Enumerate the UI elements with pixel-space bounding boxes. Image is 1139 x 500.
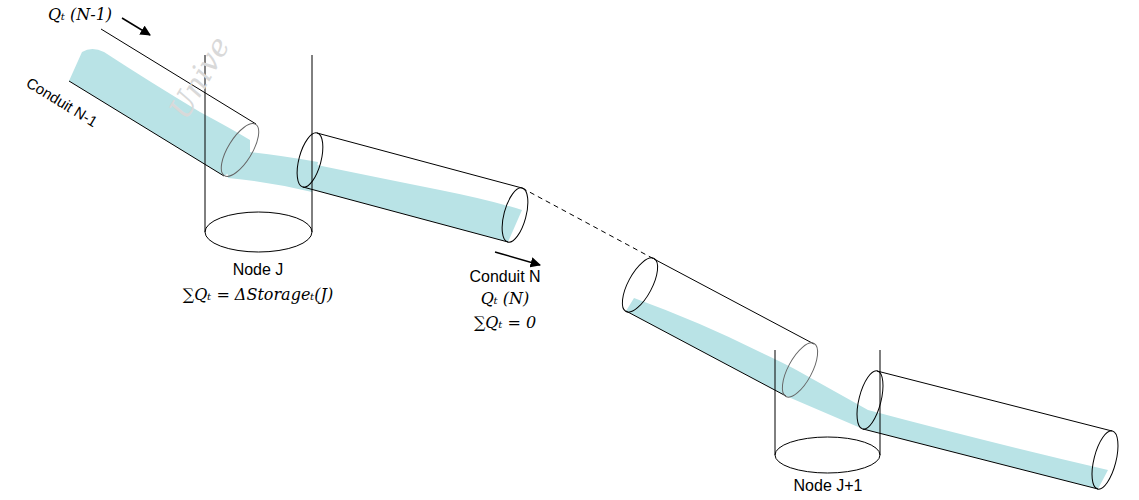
watermark: Unive [163, 31, 237, 125]
manhole [775, 350, 880, 473]
equation: ∑Qₜ = 0 [474, 314, 536, 332]
conduit-pipe [69, 29, 266, 182]
manhole [205, 55, 312, 252]
conduit-pipe [615, 253, 824, 402]
conduit-pipe [292, 130, 654, 259]
node-label: Node J+1 [794, 477, 863, 495]
flow-arrow [495, 252, 540, 265]
conduit-label: Conduit N [469, 268, 540, 286]
conduit-label: Conduit N-1 [23, 74, 100, 131]
node-label: Node J [233, 261, 284, 279]
flow-arrow [122, 18, 150, 35]
conduit-pipe [852, 368, 1123, 492]
water [69, 49, 1108, 489]
flow-label: Qₜ (N-1) [48, 6, 112, 24]
flow-label: Qₜ (N) [481, 290, 530, 308]
equation: ∑Qₜ = ΔStorageₜ(J) [183, 286, 333, 304]
